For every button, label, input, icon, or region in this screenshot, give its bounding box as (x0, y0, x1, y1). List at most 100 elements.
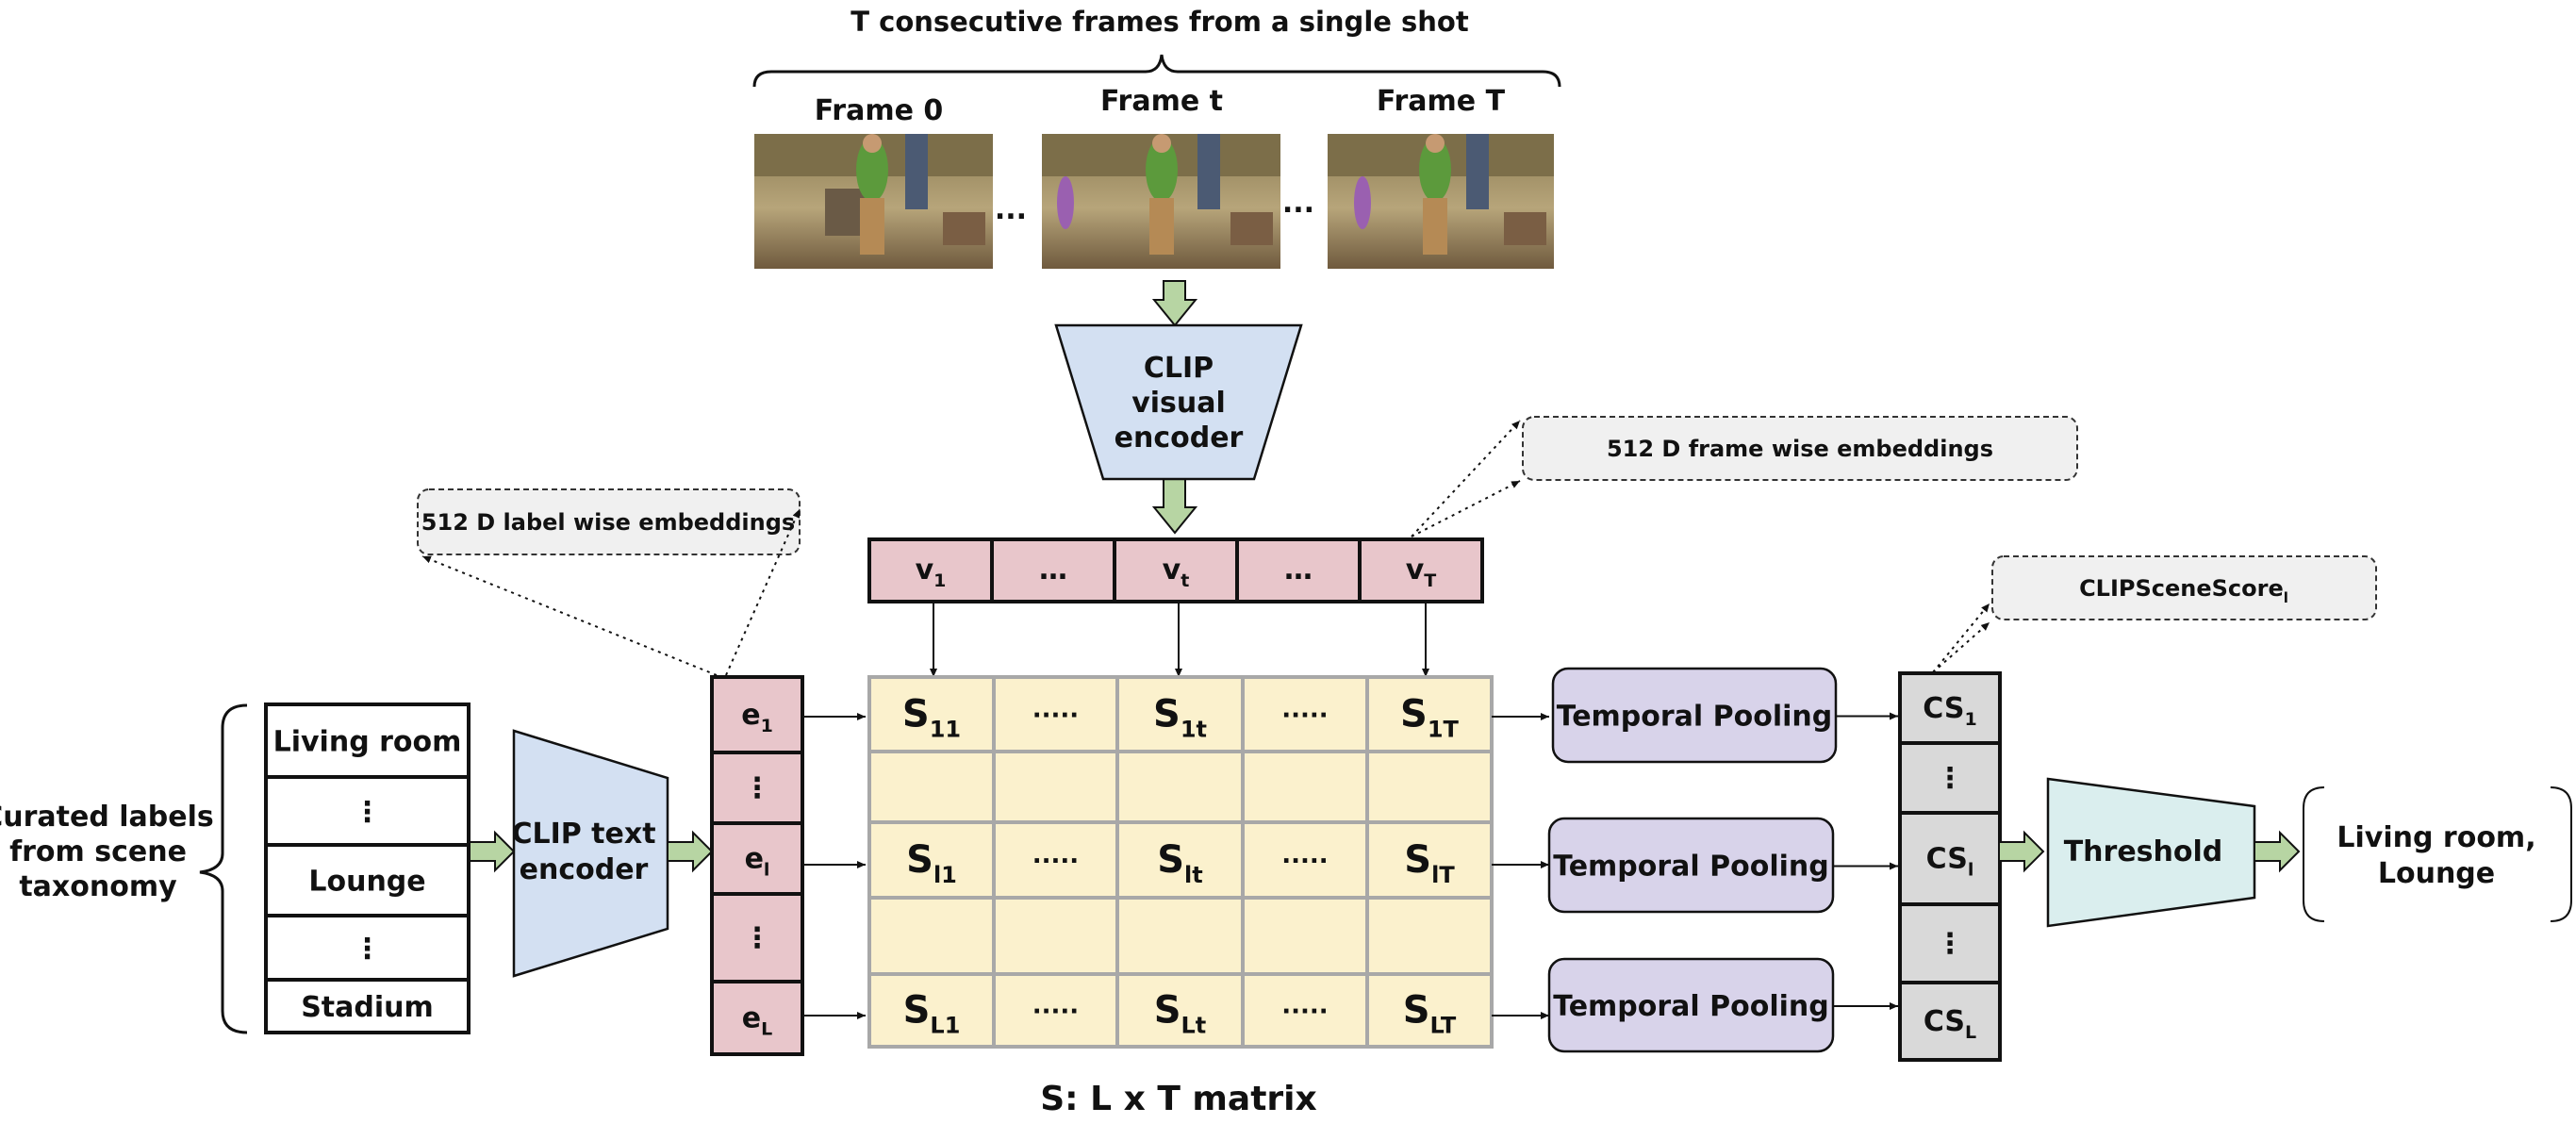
matrix-cell-label-2-4: SlT (1404, 838, 1455, 888)
matrix-cell-1-4 (1365, 750, 1494, 824)
cs-cell-label-0: CS1 (1923, 692, 1976, 730)
text-encoder-line2: encoder (520, 853, 649, 886)
e-cell-1 (710, 751, 804, 825)
label-text-4: Stadium (301, 991, 434, 1024)
labels-caption-line1: Curated labels (0, 801, 214, 834)
matrix-cell-4-2 (1115, 972, 1245, 1049)
score-note-pointer-1 (1932, 603, 1990, 673)
label-embedding-column: e1⋮el⋮eL (710, 675, 866, 1056)
matrix-cell-4-1 (992, 972, 1119, 1049)
frame-embeddings-note: 512 D frame wise embeddings (1522, 416, 2078, 481)
frame-T-label: Frame T (1377, 85, 1506, 118)
matrix-cell-4-3 (1241, 972, 1369, 1049)
matrix-cell-2-3 (1241, 820, 1369, 900)
e-cell-label-1: ⋮ (743, 772, 771, 805)
label-box-1 (264, 775, 471, 847)
label-embeddings-note-text: 512 D label wise embeddings (421, 509, 795, 536)
cs-cell-4 (1898, 981, 2002, 1062)
arrow-frames-to-encoder (1151, 280, 1198, 327)
v-cell-3 (1235, 537, 1362, 603)
output-bracket-left (2303, 786, 2325, 922)
matrix-cell-label-2-2: Slt (1157, 838, 1203, 888)
frame-0: Frame 0 (754, 94, 993, 269)
output-bracket-right (2550, 786, 2572, 922)
frame-0-label: Frame 0 (815, 94, 944, 127)
matrix-cell-label-4-0: SL1 (903, 989, 961, 1039)
matrix-cell-1-3 (1241, 750, 1369, 824)
threshold-label: Threshold (2064, 835, 2223, 868)
score-note-pointer-2 (1932, 621, 1990, 673)
matrix-cell-1-1 (992, 750, 1119, 824)
labels-brace (199, 703, 248, 1034)
e-cell-label-3: ⋮ (743, 922, 771, 955)
matrix-cell-0-3 (1241, 675, 1369, 753)
v-cell-label-4: vT (1406, 554, 1437, 591)
clip-text-encoder: CLIP text encoder (511, 729, 669, 978)
similarity-matrix: S11..... S1t..... S1T Sl1..... Slt..... SlT SL… (867, 675, 1549, 1049)
labels-list: Living room⋮Lounge⋮Stadium (264, 702, 471, 1034)
threshold-block: Threshold (2046, 777, 2256, 928)
v-cell-label-2: vt (1163, 554, 1190, 591)
matrix-cell-label-0-0: S11 (902, 693, 961, 743)
matrix-cell-label-0-4: S1T (1400, 693, 1460, 743)
labels-caption-line2: from scene (9, 835, 187, 868)
frame-note-pointer-2 (1411, 480, 1521, 537)
labels-caption-line3: taxonomy (19, 870, 177, 903)
output-line2: Lounge (2378, 857, 2495, 890)
clip-visual-encoder: CLIP visual encoder (1054, 323, 1303, 481)
matrix-cell-2-0 (867, 820, 996, 900)
e-cell-label-2: el (745, 843, 770, 881)
frame-embedding-row: v1 … vt … vT (867, 537, 1484, 677)
label-text-2: Lounge (308, 866, 425, 899)
label-embeddings-note: 512 D label wise embeddings (417, 488, 801, 555)
matrix-cell-0-4 (1365, 675, 1494, 753)
cs-cell-label-2: CSl (1926, 843, 1974, 881)
matrix-cell-4-0 (867, 972, 996, 1049)
frame-t-image (1042, 134, 1280, 269)
v-cell-label-3: … (1284, 554, 1313, 587)
matrix-cell-label-0-3: ..... (1281, 696, 1328, 724)
matrix-cell-label-2-1: ..... (1032, 841, 1079, 869)
v-cell-0 (867, 537, 994, 603)
cs-cell-0 (1898, 671, 2002, 745)
label-box-2 (264, 843, 471, 917)
frames-title: T consecutive frames from a single shot (850, 6, 1469, 38)
label-note-pointer-1 (421, 555, 718, 676)
frame-embeddings-note-text: 512 D frame wise embeddings (1607, 436, 1993, 462)
matrix-cell-3-4 (1365, 896, 1494, 976)
arrow-labels-to-encoder (469, 830, 516, 873)
matrix-cell-label-2-3: ..... (1281, 841, 1328, 869)
v-cell-4 (1358, 537, 1484, 603)
matrix-cell-label-2-0: Sl1 (906, 838, 957, 888)
visual-encoder-line2: visual (1131, 387, 1226, 420)
cs-cell-3 (1898, 902, 2002, 984)
frame-t-label: Frame t (1100, 85, 1223, 118)
matrix-cell-3-3 (1241, 896, 1369, 976)
v-cell-label-1: … (1039, 554, 1067, 587)
matrix-cell-1-0 (867, 750, 996, 824)
matrix-cell-label-4-3: ..... (1281, 992, 1328, 1020)
e-cell-label-4: eL (742, 1002, 772, 1040)
cs-cell-label-1: ⋮ (1936, 762, 1964, 795)
label-text-0: Living room (273, 726, 462, 759)
matrix-cell-label-0-2: S1t (1153, 693, 1207, 743)
matrix-cell-1-2 (1115, 750, 1245, 824)
matrix-cell-label-4-1: ..... (1032, 992, 1079, 1020)
temporal-pooling-label-0: Temporal Pooling (1557, 701, 1833, 734)
matrix-cell-0-0 (867, 675, 996, 753)
frame-T-image (1328, 134, 1554, 269)
cs-cell-1 (1898, 741, 2002, 815)
label-text-3: ⋮ (354, 933, 382, 966)
visual-encoder-line1: CLIP (1144, 352, 1214, 385)
matrix-cell-0-2 (1115, 675, 1245, 753)
cs-cell-label-4: CSL (1924, 1005, 1976, 1043)
frame-t: Frame t (1042, 85, 1280, 269)
frame-T: Frame T (1328, 85, 1554, 269)
arrow-encoder-to-e (667, 830, 714, 873)
e-cell-4 (710, 980, 804, 1056)
arrow-cs-to-threshold (1998, 830, 2045, 873)
matrix-cell-label-4-4: SLT (1403, 989, 1457, 1039)
v-cell-label-0: v1 (916, 554, 947, 591)
